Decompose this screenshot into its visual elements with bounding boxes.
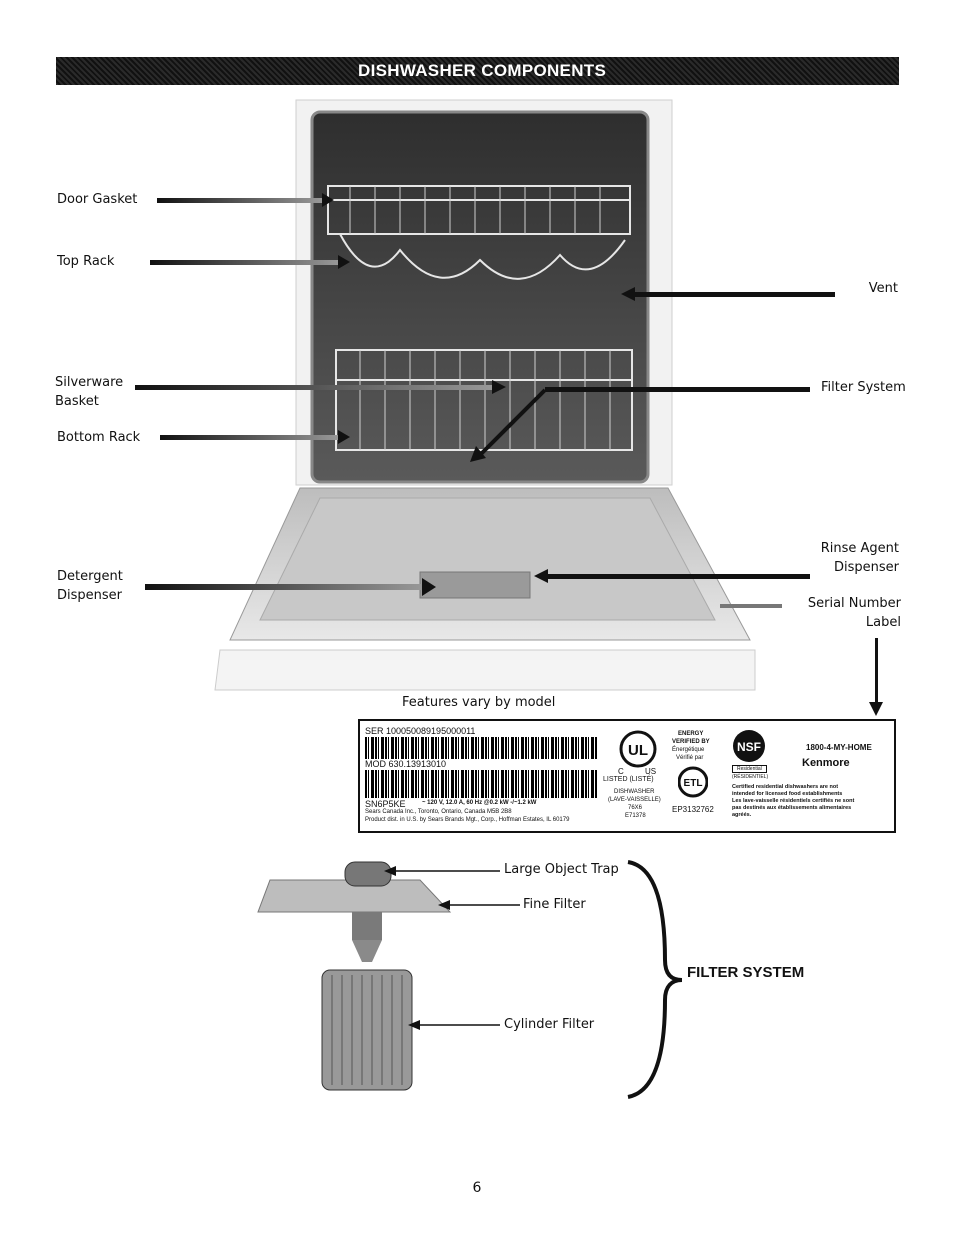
verifie-text: Vérifié par	[676, 755, 704, 761]
listed-text: LISTED (LISTÉ)	[603, 776, 654, 783]
code2: E71378	[625, 813, 646, 819]
label-line: Rinse Agent	[820, 541, 899, 556]
serial-number-label: SER 100050089195000011 MOD 630.13913010 …	[358, 719, 896, 833]
us-address: Product dist. in U.S. by Sears Brands Mg…	[365, 817, 570, 823]
label-filter-system: Filter System	[821, 380, 906, 395]
model-code: SN6P5KE	[365, 799, 406, 809]
cert-line: pas destinés aux établissements alimenta…	[732, 805, 852, 811]
label-fine-filter: Fine Filter	[523, 897, 586, 912]
ep-number: EP3132762	[672, 805, 714, 814]
model-text: MOD 630.13913010	[365, 759, 447, 769]
serial-text: SER 100050089195000011	[365, 726, 476, 736]
ul-logo-icon: UL	[619, 730, 657, 768]
ul-us: US	[645, 767, 657, 776]
caption: Features vary by model	[402, 695, 556, 710]
energy-text: ENERGY	[678, 731, 704, 737]
kenmore-logo: Kenmore	[802, 757, 850, 769]
nsf-logo-text: NSF	[737, 740, 761, 754]
phone-text: 1800-4-MY-HOME	[806, 743, 872, 752]
label-top-rack: Top Rack	[57, 254, 115, 269]
label-line: Label	[865, 615, 901, 630]
ul-logo-text: UL	[628, 742, 648, 759]
cert-line: Certified residential dishwashers are no…	[732, 784, 839, 790]
filter-system-title: FILTER SYSTEM	[687, 964, 805, 981]
energetique-text: Énergétique	[672, 747, 705, 753]
code1: 76X6	[628, 805, 643, 811]
nsf-logo-icon: NSF	[733, 730, 765, 762]
residentiel-text: (RÉSIDENTIEL)	[732, 774, 769, 780]
label-line: Serial Number	[807, 596, 901, 611]
ul-c: C	[618, 767, 624, 776]
canada-address: Sears Canada Inc., Toronto, Ontario, Can…	[365, 809, 512, 815]
lave-text: (LAVE-VAISSELLE)	[608, 797, 661, 803]
label-line: Dispenser	[57, 588, 122, 603]
cert-line: intended for licensed food establishment…	[732, 791, 843, 797]
section-title: DISHWASHER COMPONENTS	[56, 57, 899, 85]
cert-line: Les lave-vaisselle résidentiels certifié…	[732, 798, 855, 804]
label-vent: Vent	[868, 281, 898, 296]
etl-logo-text: ETL	[684, 778, 703, 789]
barcode	[365, 770, 597, 798]
label-line: Detergent	[57, 569, 123, 584]
etl-logo-icon: ETL	[678, 766, 708, 798]
verified-text: VERIFIED BY	[672, 739, 710, 745]
page-number: 6	[472, 1180, 482, 1196]
cert-line: agréés.	[732, 812, 752, 818]
label-bottom-rack: Bottom Rack	[57, 430, 141, 445]
electrical-rating: ~ 120 V, 12.0 A, 60 Hz @0.2 kW -/~1.2 kW	[422, 800, 537, 806]
dishwasher-text: DISHWASHER	[614, 789, 655, 795]
label-cylinder-filter: Cylinder Filter	[504, 1017, 595, 1032]
label-line: Basket	[55, 394, 99, 409]
residential-text: Residential	[732, 765, 767, 773]
label-door-gasket: Door Gasket	[57, 192, 138, 207]
label-large-object-trap: Large Object Trap	[504, 862, 619, 877]
barcode	[365, 737, 597, 759]
label-line: Dispenser	[834, 560, 899, 575]
label-line: Silverware	[55, 375, 124, 390]
